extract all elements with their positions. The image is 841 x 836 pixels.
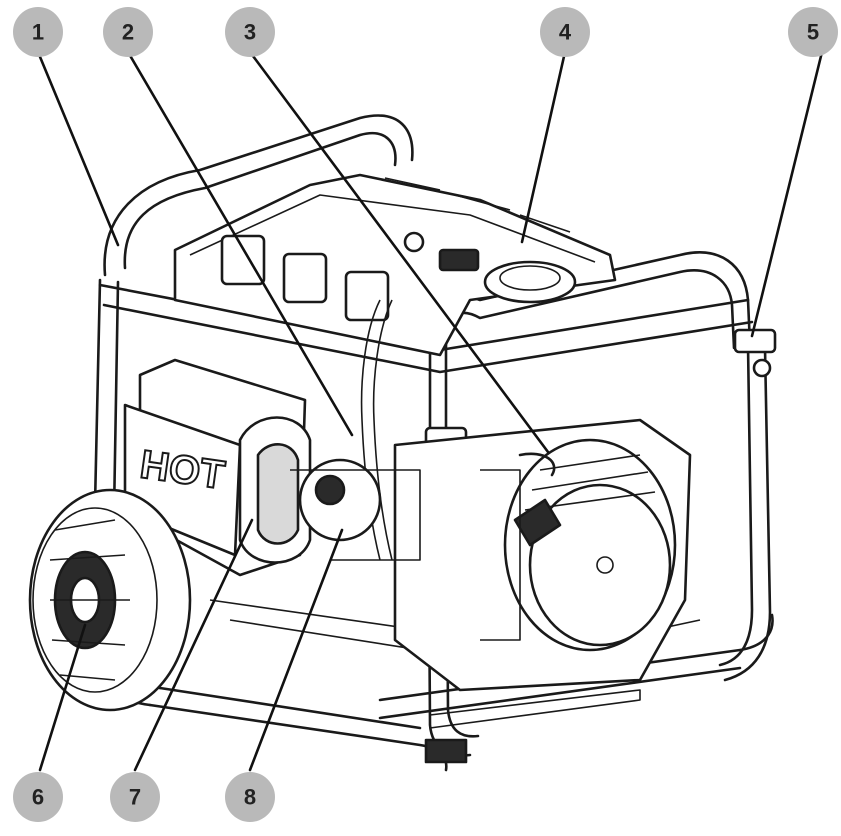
engine	[360, 299, 692, 692]
svg-text:8: 8	[244, 785, 256, 810]
callout-6: 6	[13, 772, 63, 822]
leader-line-3	[248, 50, 550, 454]
callout-1: 1	[13, 7, 63, 57]
callout-8: 8	[225, 772, 275, 822]
callout-5: 5	[788, 7, 838, 57]
svg-text:2: 2	[122, 20, 134, 45]
callouts: 1 2 3 4 5 6 7 8	[13, 7, 838, 822]
leader-line-5	[750, 50, 824, 338]
callout-3: 3	[225, 7, 275, 57]
wheel	[28, 488, 192, 712]
svg-text:4: 4	[559, 20, 572, 45]
leader-line-6	[38, 623, 87, 772]
svg-text:3: 3	[244, 20, 256, 45]
svg-text:7: 7	[129, 785, 141, 810]
fuel-tank	[173, 173, 617, 357]
svg-text:1: 1	[32, 20, 44, 45]
leader-line-4	[520, 50, 567, 244]
leader-line-1	[36, 50, 120, 247]
leader-line-8	[248, 528, 344, 772]
callout-7: 7	[110, 772, 160, 822]
leader-line-2	[126, 50, 354, 437]
svg-text:5: 5	[807, 20, 819, 45]
callout-4: 4	[540, 7, 590, 57]
leader-lines	[36, 50, 824, 772]
svg-text:6: 6	[32, 785, 44, 810]
leader-line-7	[133, 518, 254, 772]
callout-2: 2	[103, 7, 153, 57]
